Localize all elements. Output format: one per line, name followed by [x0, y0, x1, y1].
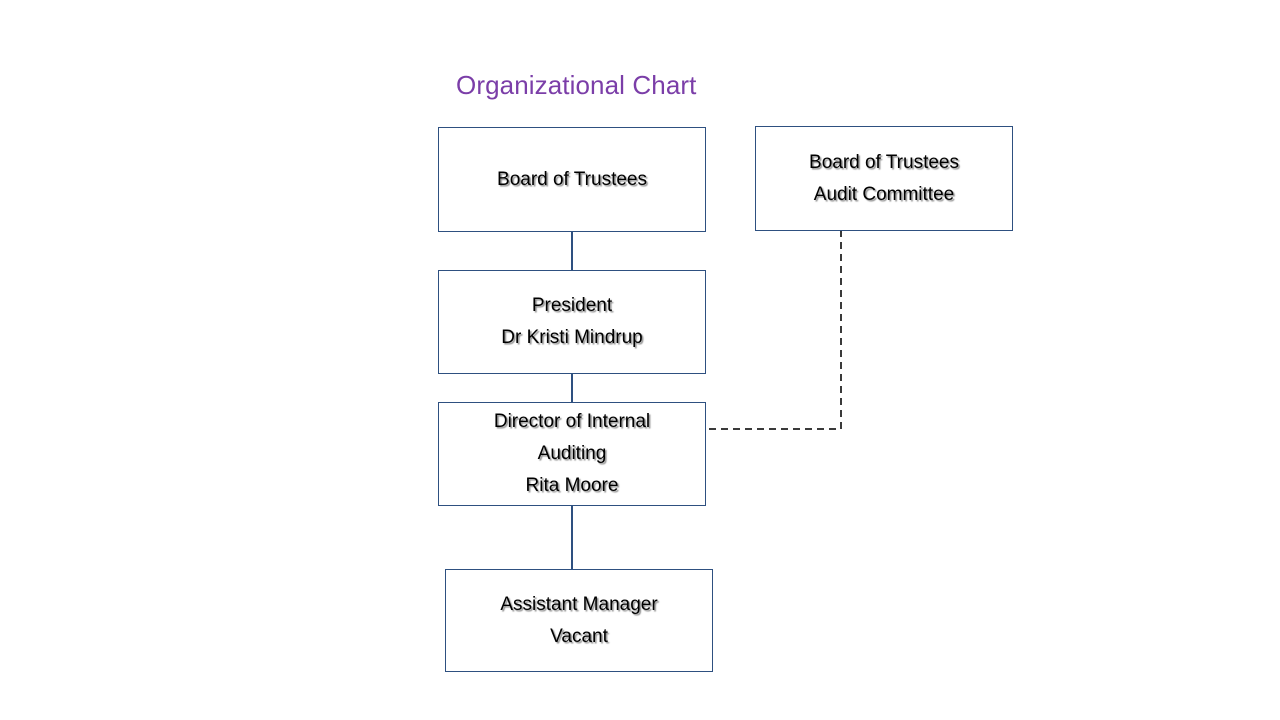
node-audit-committee[interactable]: Board of Trustees Audit Committee: [755, 126, 1013, 231]
node-assistant-manager-label: Assistant Manager Vacant: [500, 593, 658, 647]
node-audit-committee-label: Board of Trustees Audit Committee: [809, 151, 959, 205]
page-title: Organizational Chart: [456, 70, 697, 100]
node-assistant-manager[interactable]: Assistant Manager Vacant: [445, 569, 713, 672]
node-director-internal-auditing-label: Director of Internal Auditing Rita Moore: [493, 411, 651, 496]
node-president[interactable]: President Dr Kristi Mindrup: [438, 270, 706, 374]
connector-president-to-director: [571, 373, 573, 403]
node-board-of-trustees-label: Board of Trustees: [497, 168, 647, 190]
connector-director-to-assistant-manager: [571, 505, 573, 570]
node-board-of-trustees[interactable]: Board of Trustees: [438, 127, 706, 232]
node-president-label: President Dr Kristi Mindrup: [501, 295, 643, 348]
node-director-internal-auditing[interactable]: Director of Internal Auditing Rita Moore: [438, 402, 706, 506]
connector-board-to-president: [571, 231, 573, 271]
connector-audit-committee-to-director-dashed: [706, 230, 842, 430]
